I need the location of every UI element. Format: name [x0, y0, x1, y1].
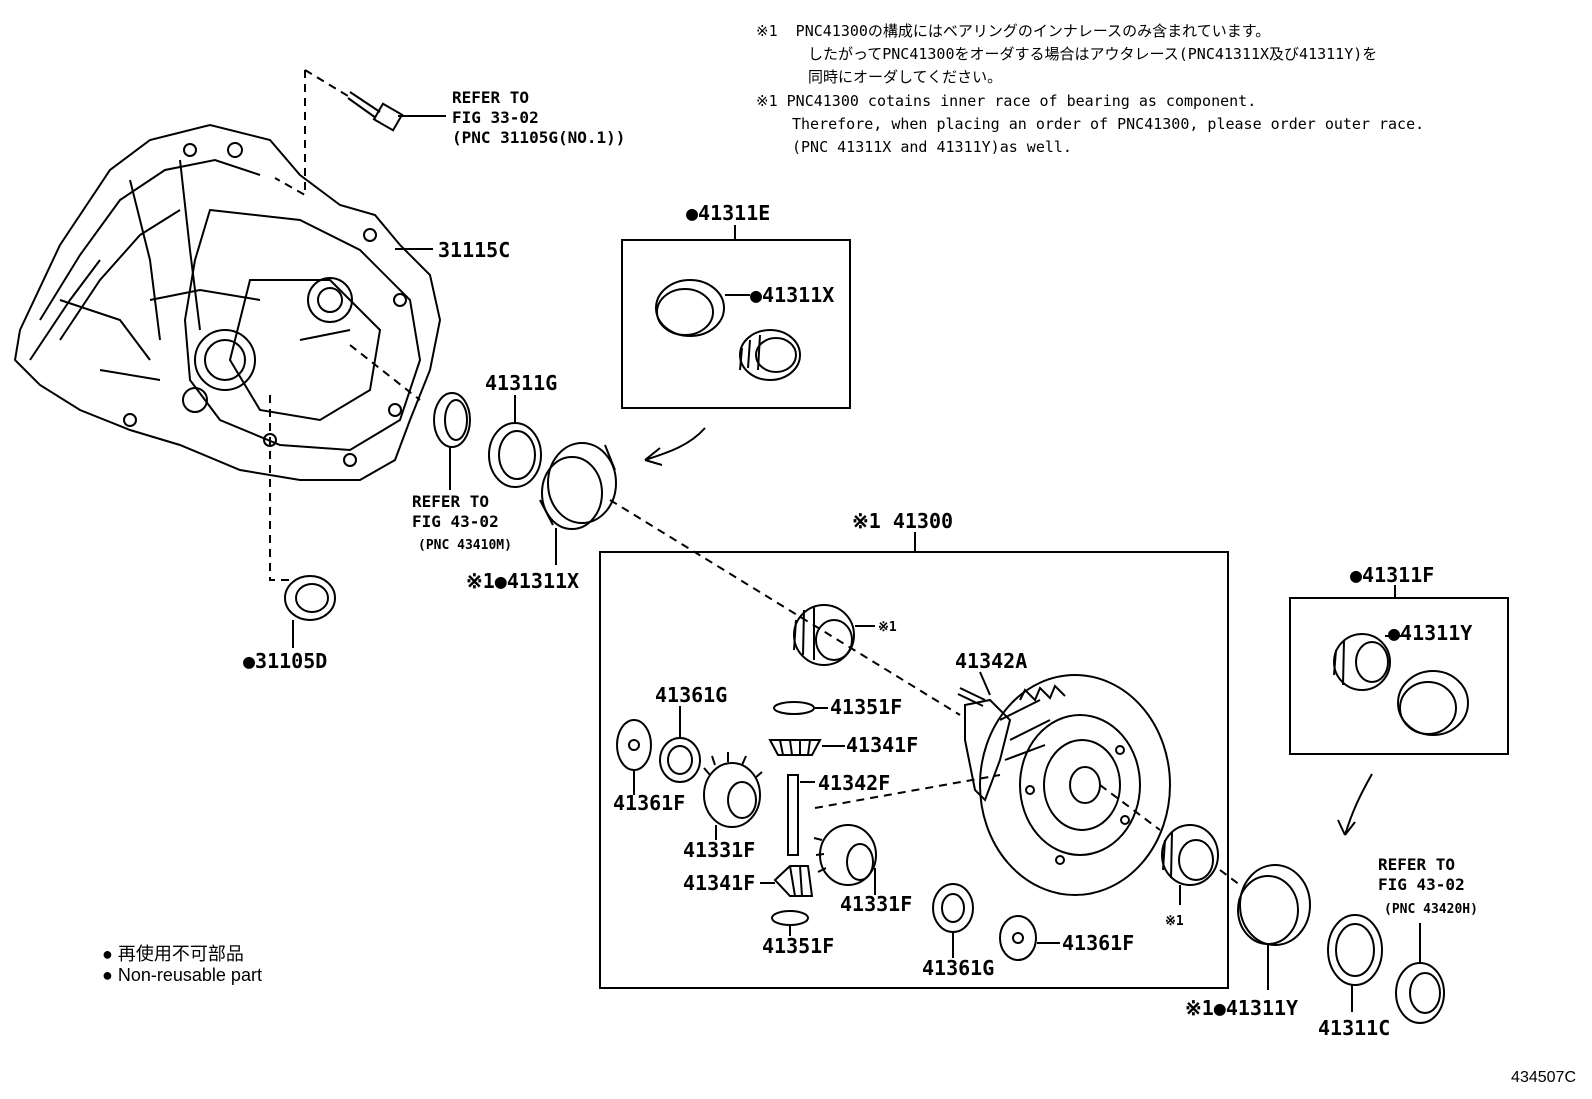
outer-race-box-right-illustration	[1397, 670, 1469, 736]
cone-bearing-box-illustration	[739, 329, 801, 381]
arrowhead-box-41311e	[644, 447, 663, 466]
washer-41351f-top-illustration	[773, 701, 815, 715]
dashed-axis-inner	[814, 774, 1161, 831]
label-star-a: ※1	[878, 620, 897, 635]
note-jp-line2: したがってPNC41300をオーダする場合はアウタレース(PNC41311X及び…	[808, 45, 1378, 63]
label-41342a: 41342A	[955, 649, 1027, 673]
label-41311g: 41311G	[485, 371, 557, 395]
legend-jp: ● 再使用不可部品	[102, 944, 244, 964]
note-jp-line1: ※1 PNC41300の構成にはベアリングのインナレースのみ含まれています。	[756, 22, 1271, 40]
ref-right-line2: FIG 43-02	[1378, 875, 1465, 894]
pin-41342a-illustration	[957, 687, 986, 707]
ref-mid-line2: FIG 43-02	[412, 512, 499, 531]
ref-mid-line3: (PNC 43410M)	[418, 538, 512, 553]
oil-seal-illustration	[433, 392, 471, 448]
transmission-case-illustration	[13, 123, 442, 481]
label-star-b: ※1	[1165, 914, 1184, 929]
ref-top-line2: FIG 33-02	[452, 108, 539, 127]
label-box-41311y: ●41311Y	[1388, 621, 1472, 645]
shim-41311g-illustration	[488, 422, 542, 488]
bearing-31105d-illustration	[284, 575, 336, 621]
label-41361f-b: 41361F	[1062, 931, 1134, 955]
cone-bearing-right-illustration	[1161, 824, 1219, 886]
leader-41342a	[979, 671, 991, 696]
note-jp-line3: 同時にオーダしてください。	[808, 68, 1003, 86]
legend-en: ● Non-reusable part	[102, 965, 262, 985]
washer-41361g-left-illustration	[659, 737, 701, 783]
ref-top-line3: (PNC 31105G(NO.1))	[452, 128, 625, 147]
differential-case-illustration	[964, 674, 1171, 896]
pinion-41341f-bottom-illustration	[773, 865, 814, 897]
cone-bearing-top-illustration	[793, 604, 855, 666]
label-41361g-b: 41361G	[922, 956, 994, 980]
label-41300: ※1 41300	[852, 509, 953, 533]
label-31105d: ●31105D	[243, 649, 327, 673]
arrowhead-box-41311f	[1337, 819, 1356, 836]
side-gear-right-illustration	[813, 824, 877, 886]
bolt-illustration	[347, 91, 404, 132]
cone-bearing-box-right-illustration	[1333, 633, 1391, 691]
note-en-line2: Therefore, when placing an order of PNC4…	[792, 115, 1425, 133]
arrow-box-41311f	[1344, 773, 1373, 836]
plate-41361f-left-illustration	[616, 719, 652, 771]
arrow-box-41311e	[644, 427, 706, 461]
ref-right-line3: (PNC 43420H)	[1384, 902, 1478, 917]
label-41351f-a: 41351F	[830, 695, 902, 719]
label-41341f-b: 41341F	[683, 871, 755, 895]
dashed-31105d	[269, 395, 290, 581]
oil-seal-right-illustration	[1395, 962, 1445, 1024]
label-41311y: ※1●41311Y	[1185, 996, 1298, 1020]
outer-race-41311x-illustration	[539, 442, 617, 530]
label-41311f: ●41311F	[1350, 563, 1434, 587]
label-41361g-a: 41361G	[655, 683, 727, 707]
note-en-line1: ※1 PNC41300 cotains inner race of bearin…	[756, 92, 1257, 110]
shim-41311c-illustration	[1327, 914, 1383, 986]
label-41331f-a: 41331F	[683, 838, 755, 862]
box-41311e	[621, 239, 851, 409]
label-31115c: 31115C	[438, 238, 510, 262]
washer-41361g-bottom-illustration	[932, 883, 974, 933]
ref-right-line1: REFER TO	[1378, 855, 1455, 874]
side-gear-left-illustration	[703, 752, 763, 828]
outer-race-41311y-illustration	[1237, 864, 1311, 946]
outer-race-box-illustration	[655, 279, 725, 337]
ref-top-line1: REFER TO	[452, 88, 529, 107]
shaft-41342f-illustration	[787, 774, 799, 856]
label-41361f-a: 41361F	[613, 791, 685, 815]
box-41300	[599, 551, 1229, 989]
pinion-41341f-top-illustration	[768, 739, 822, 756]
figure-id: 434507C	[1511, 1069, 1576, 1086]
plate-41361f-bottom-illustration	[999, 915, 1037, 961]
label-41341f-a: 41341F	[846, 733, 918, 757]
ref-mid-line1: REFER TO	[412, 492, 489, 511]
label-41331f-b: 41331F	[840, 892, 912, 916]
washer-41351f-bottom-illustration	[771, 910, 809, 926]
label-box-41311x: ●41311X	[750, 283, 834, 307]
label-41342f: 41342F	[818, 771, 890, 795]
label-41311e: ●41311E	[686, 201, 770, 225]
label-41311c: 41311C	[1318, 1016, 1390, 1040]
dashed-bolt	[274, 69, 349, 197]
box-41311f	[1289, 597, 1509, 755]
label-41311x: ※1●41311X	[466, 569, 579, 593]
dashed-axis-right	[1219, 869, 1241, 886]
label-41351f-b: 41351F	[762, 934, 834, 958]
dashed-axis-left	[349, 344, 961, 716]
note-en-line3: (PNC 41311X and 41311Y)as well.	[792, 138, 1072, 156]
